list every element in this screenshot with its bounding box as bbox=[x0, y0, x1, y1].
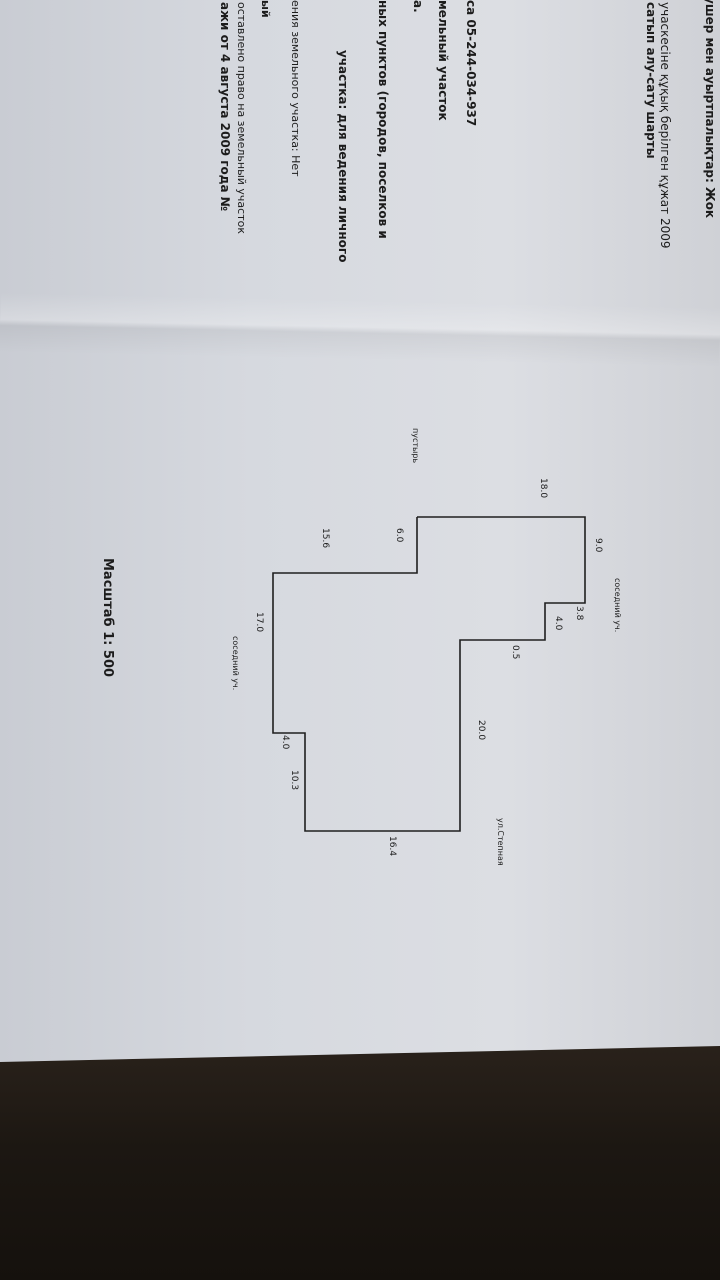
document-page: ушер мен ауыртпалықтар: Жок учаскесіне қ… bbox=[0, 0, 720, 1062]
plot-boundary bbox=[272, 516, 586, 832]
dim-label-right-top: 9.0 bbox=[593, 538, 603, 553]
dim-label-step-b: 4.0 bbox=[553, 616, 563, 631]
dim-label-bottom-edge: 16.4 bbox=[387, 836, 397, 857]
table-surface bbox=[0, 1040, 720, 1280]
scale-label: Масштаб 1: 500 bbox=[100, 558, 115, 678]
neighbor-label-left: соседний уч. bbox=[231, 636, 240, 691]
dim-label-lower-step: 4.0 bbox=[280, 735, 290, 750]
dim-label-left-upper: 15.6 bbox=[320, 528, 330, 549]
dim-label-right-long: 20.0 bbox=[476, 720, 486, 741]
dim-label-step-a: 3.8 bbox=[574, 606, 584, 621]
street-label-stepnaya: ул.Степная bbox=[496, 818, 505, 866]
dim-label-left-long: 17.0 bbox=[254, 612, 264, 633]
dim-label-step-c: 0.5 bbox=[510, 645, 520, 660]
neighbor-label-wasteland: пустырь bbox=[411, 428, 420, 464]
dim-label-top-edge: 18.0 bbox=[538, 478, 548, 499]
land-plot-diagram bbox=[272, 516, 586, 832]
dim-label-notch: 6.0 bbox=[394, 528, 404, 543]
dim-label-lower-mid: 10.3 bbox=[289, 770, 299, 791]
neighbor-label-right: соседний уч. bbox=[613, 578, 622, 633]
